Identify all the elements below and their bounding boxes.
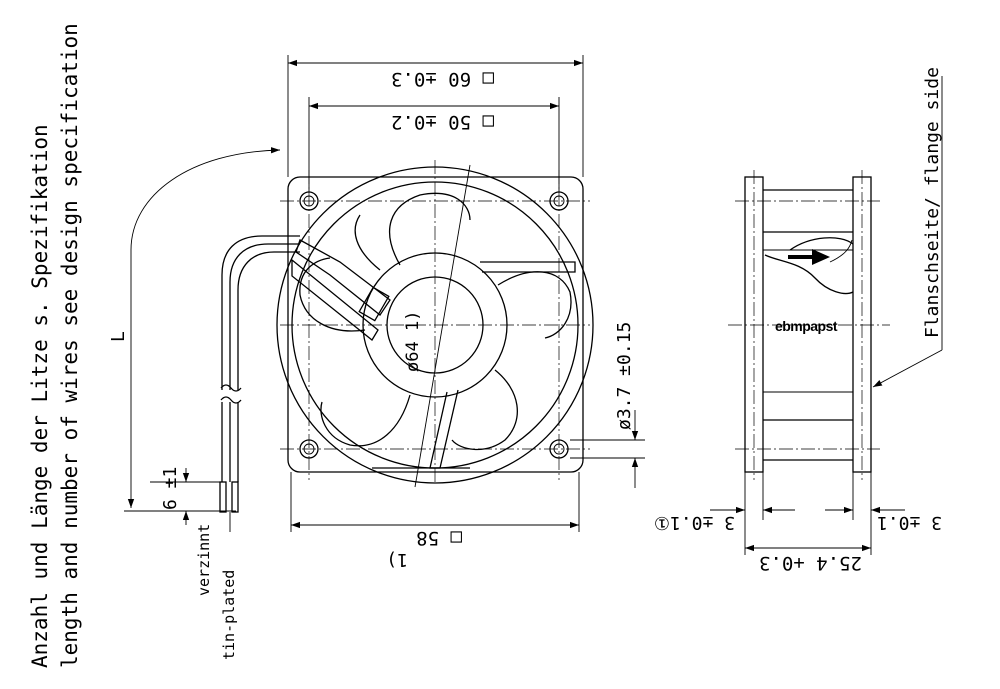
hole-pitch-label: □ 50 ±0.2: [391, 111, 494, 133]
flange-left-label: 3 ±0.1①: [654, 512, 735, 533]
flange-right-label: 3 ±0.1: [877, 512, 942, 533]
fan-side-view: [728, 170, 890, 480]
hole-diameter-label: ø3.7 ±0.15: [614, 322, 635, 430]
dimension-flange-right: 3 ±0.1: [825, 472, 942, 555]
brand-logo: ebmpapst: [775, 318, 838, 334]
dimension-flange-left: 3 ±0.1①: [654, 472, 795, 555]
housing-note: 1): [386, 549, 408, 570]
wire-length-dimension: L: [108, 147, 281, 512]
wire-length-label: L: [108, 331, 129, 342]
depth-label: 25.4 +0.3: [759, 552, 862, 574]
wire-leads: [219, 235, 300, 513]
tinned-label-en: tin-plated: [220, 570, 238, 660]
dimension-hole-pitch: □ 50 ±0.2: [308, 97, 560, 192]
outer-square-label: □ 60 ±0.3: [391, 68, 494, 90]
fan-front-view: [276, 160, 594, 488]
note-german: Anzahl und Länge der Litze s. Spezifikat…: [28, 124, 52, 668]
dimension-depth: 25.4 +0.3: [745, 544, 871, 574]
note-english: length and number of wires see design sp…: [58, 23, 82, 668]
venturi-diameter-label: ø64 1): [403, 311, 423, 372]
flange-side-label: Flanschseite/ flange side: [922, 67, 943, 338]
housing-label: □ 58: [416, 527, 462, 549]
dimension-housing: □ 58 1): [290, 472, 580, 570]
motor-struts: [291, 239, 576, 469]
tinned-label-de: verzinnt: [195, 524, 213, 596]
fan-blades: [299, 192, 572, 451]
dimension-outer-square: □ 60 ±0.3: [287, 55, 584, 177]
airflow-arrow-icon: [788, 249, 830, 265]
strip-length-dimension: 6 ±1: [150, 467, 222, 525]
strip-length-label: 6 ±1: [160, 467, 181, 510]
flange-side-callout: Flanschseite/ flange side: [872, 67, 943, 388]
dimension-hole-diameter: ø3.7 ±0.15: [570, 322, 645, 488]
